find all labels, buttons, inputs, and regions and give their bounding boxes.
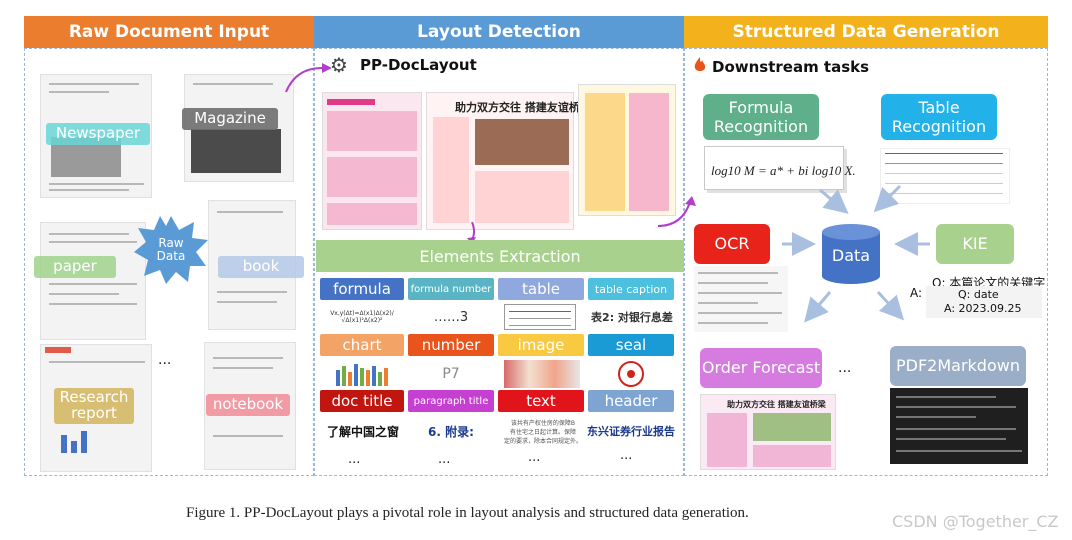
raw-input-ellipsis: ... <box>158 352 172 368</box>
ocr-thumbnail <box>694 266 788 332</box>
element-ellipsis-4: ... <box>620 448 633 463</box>
figure-caption: Figure 1. PP-DocLayout plays a pivotal r… <box>186 505 749 521</box>
task-pdf2markdown: PDF2Markdown <box>890 346 1026 386</box>
paper-thumbnail <box>40 222 146 340</box>
element-label-formula-number: formula number <box>408 278 494 300</box>
data-label: Data <box>831 246 871 265</box>
table-thumbnail <box>880 148 1010 204</box>
element-sample-chart <box>336 364 388 386</box>
structured-data-header: Structured Data Generation <box>684 16 1048 48</box>
element-ellipsis-1: ... <box>348 452 361 467</box>
kie-answer: A: 2023.09.25 <box>944 302 1022 315</box>
element-sample-formula: Vx,y(Δt)=Δ(x1)Δ(x2)/√Δ(x1)²Δ(x2)² <box>330 310 394 324</box>
element-grid: formula formula number table table capti… <box>318 276 678 472</box>
formula-text: log10 M = a* + bi log10 X. <box>711 163 856 178</box>
downstream-title: Downstream tasks <box>712 58 870 76</box>
model-name: PP-DocLayout <box>360 56 477 74</box>
layout-to-structured-arrow <box>657 196 696 227</box>
raw-input-header: Raw Document Input <box>24 16 314 48</box>
elements-extraction-title: Elements Extraction <box>316 240 684 272</box>
element-label-formula: formula <box>320 278 404 300</box>
book-label: book <box>218 256 304 278</box>
watermark: CSDN @Together_CZ <box>892 512 1059 531</box>
element-sample-image <box>504 360 580 388</box>
element-label-image: image <box>498 334 584 356</box>
gear-icon: ⚙ <box>330 53 348 77</box>
order-doc-headline: 助力双方交往 搭建友谊桥梁 <box>727 400 826 409</box>
element-sample-seal <box>618 361 644 387</box>
arrow-formula-to-data <box>819 188 849 214</box>
structured-ellipsis: ... <box>838 360 852 376</box>
element-sample-number: P7 <box>442 366 460 382</box>
element-label-paragraph-title: paragraph title <box>408 390 494 412</box>
raw-input-panel <box>24 48 314 476</box>
detected-doc-left <box>322 92 422 230</box>
newspaper-label: Newspaper <box>46 123 150 145</box>
raw-data-starburst <box>134 216 208 284</box>
element-label-seal: seal <box>588 334 674 356</box>
detected-doc-right <box>578 84 676 216</box>
element-sample-table-caption: 表2: 对银行息差 <box>591 311 673 324</box>
paper-label: paper <box>34 256 116 278</box>
fire-icon <box>692 56 708 74</box>
arrow-table-to-data <box>873 184 902 213</box>
element-ellipsis-3: ... <box>528 450 541 465</box>
task-formula-recognition: Formula Recognition <box>703 94 819 140</box>
order-forecast-thumbnail: 助力双方交往 搭建友谊桥梁 <box>700 394 836 470</box>
task-ocr: OCR <box>694 224 770 264</box>
magazine-label: Magazine <box>182 108 278 130</box>
kie-answer-label: A: <box>910 286 923 300</box>
notebook-label: notebook <box>206 394 290 416</box>
arrows-to-data <box>782 184 930 323</box>
arrow-data-to-order <box>804 291 832 323</box>
element-ellipsis-2: ... <box>438 452 451 467</box>
element-sample-formula-number: ……3 <box>433 309 469 325</box>
element-sample-doc-title: 了解中国之窗 <box>326 424 399 439</box>
element-label-text: text <box>498 390 584 412</box>
element-label-table: table <box>498 278 584 300</box>
element-sample-header: 东兴证券行业报告 <box>587 425 675 438</box>
element-sample-text: 该共有产权住房的保障B 有住宅之日起计算。保障 定的要求，除本合同规定外。 <box>503 419 582 445</box>
research-report-label: Research report <box>54 388 134 424</box>
data-cylinder <box>822 224 880 284</box>
pdf2markdown-thumbnail <box>890 388 1028 464</box>
element-sample-paragraph-title: 6. 附录: <box>428 424 474 439</box>
formula-thumbnail: log10 M = a* + bi log10 X. <box>704 146 856 190</box>
detected-doc-headline: 助力双方交往 搭建友谊桥梁 <box>455 101 591 114</box>
structured-data-panel <box>684 48 1048 476</box>
task-order-forecast: Order Forecast <box>700 348 822 388</box>
element-label-table-caption: table caption <box>588 278 674 300</box>
element-label-doc-title: doc title <box>320 390 404 412</box>
element-sample-table <box>504 304 576 330</box>
raw-data-label: Raw Data <box>156 236 186 263</box>
kie-q: Q: date <box>958 288 999 301</box>
element-label-number: number <box>408 334 494 356</box>
element-label-chart: chart <box>320 334 404 356</box>
kie-qa-box: Q: date A: 2023.09.25 <box>926 286 1042 318</box>
detected-doc-middle: 助力双方交往 搭建友谊桥梁 <box>426 92 591 230</box>
starburst-shape <box>134 216 208 284</box>
raw-to-layout-arrow <box>285 63 332 93</box>
layout-detection-header: Layout Detection <box>314 16 684 48</box>
task-table-recognition: Table Recognition <box>881 94 997 140</box>
element-label-header: header <box>588 390 674 412</box>
task-kie: KIE <box>936 224 1014 264</box>
arrow-data-to-pdf <box>876 290 905 321</box>
